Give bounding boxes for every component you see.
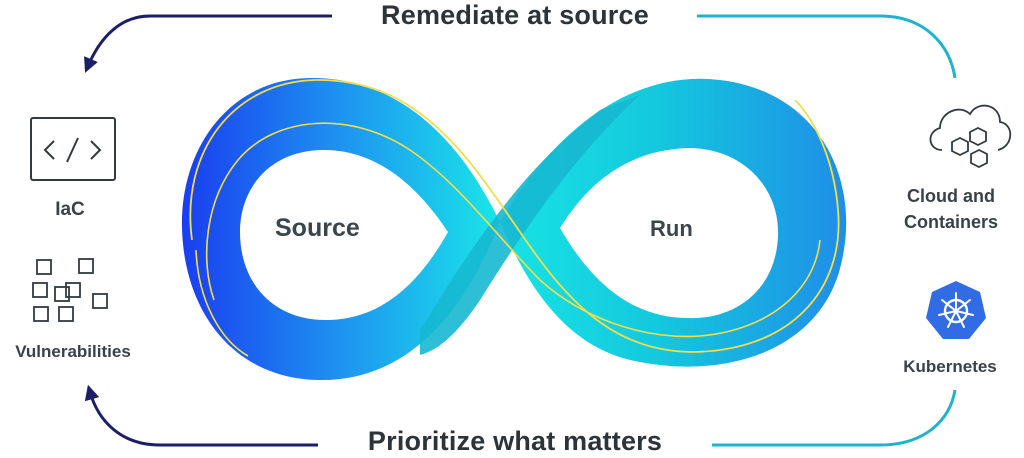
vulnerabilities-label: Vulnerabilities bbox=[15, 342, 131, 361]
infinity-crossover bbox=[420, 95, 640, 355]
code-window-icon bbox=[30, 117, 116, 181]
infinity-outline-yellow-edge bbox=[195, 249, 249, 357]
top-arrow-teal bbox=[697, 14, 957, 79]
infinity-right-lobe bbox=[500, 78, 847, 367]
infinity-outline-yellow-inner bbox=[205, 122, 821, 338]
iac-label: IaC bbox=[55, 199, 85, 220]
infinity-left-lobe bbox=[181, 78, 501, 381]
cloud-containers-label-line-2: Containers bbox=[903, 212, 999, 232]
cloud-containers-icon bbox=[929, 104, 1012, 169]
cloud-containers-label-line-1: Cloud and bbox=[907, 186, 995, 206]
kubernetes-icon bbox=[926, 281, 986, 339]
kubernetes-label: Kubernetes bbox=[903, 357, 997, 376]
cloud-containers-label: Cloud and Containers bbox=[878, 183, 1024, 235]
remediate-heading: Remediate at source bbox=[381, 0, 649, 30]
run-label: Run bbox=[650, 216, 693, 241]
bottom-arrow-dark bbox=[84, 384, 318, 447]
top-arrow-dark bbox=[84, 14, 332, 73]
bottom-arrow-teal bbox=[712, 389, 957, 447]
infinity-outline-yellow bbox=[189, 79, 840, 353]
prioritize-heading: Prioritize what matters bbox=[367, 426, 663, 456]
vulnerability-grid-icon bbox=[32, 258, 108, 322]
source-label: Source bbox=[275, 214, 360, 242]
